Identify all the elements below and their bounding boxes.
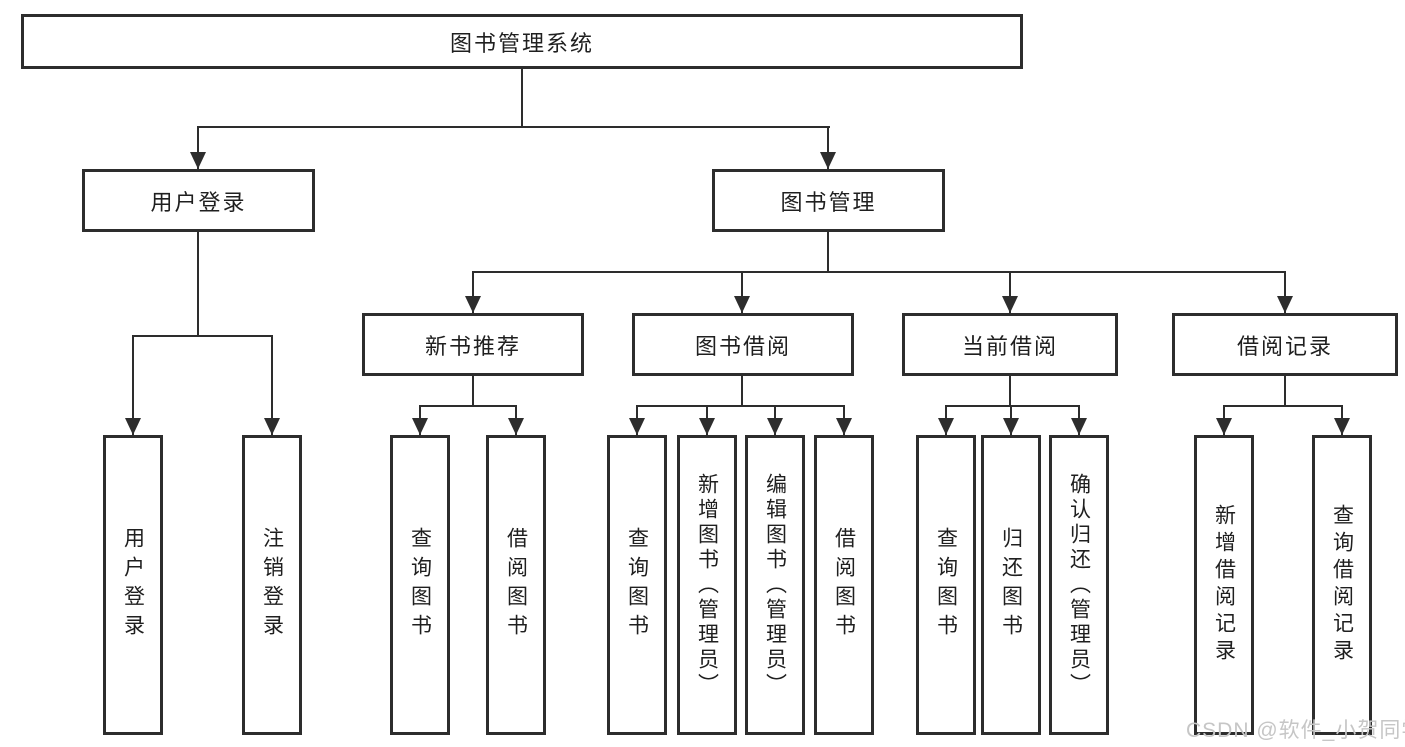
connector-book-borrowing-stub: [741, 376, 743, 406]
node-new-book-recommend: 新书推荐: [362, 313, 584, 376]
leaf-logout-login-label: 注销登录: [260, 527, 284, 643]
leaf-logout-login: 注销登录: [242, 435, 302, 735]
connector-book-management-stub: [827, 232, 829, 272]
node-new-book-recommend-label: 新书推荐: [424, 333, 521, 359]
arrowhead-leaf-logout: [264, 418, 280, 435]
node-root-system: 图书管理系统: [21, 14, 1023, 69]
leaf-record-query-record-label: 查询借阅记录: [1330, 504, 1354, 666]
node-current-borrowing: 当前借阅: [902, 313, 1118, 376]
connector-to-leaf-user-login: [132, 335, 134, 435]
leaf-current-query-books-label: 查询图书: [934, 527, 958, 643]
leaf-newbook-query-books: 查询图书: [390, 435, 450, 735]
leaf-borrow-query-books: 查询图书: [607, 435, 667, 735]
arrowhead-user-login: [190, 152, 206, 169]
leaf-current-return-books: 归还图书: [981, 435, 1041, 735]
node-user-login-label: 用户登录: [150, 189, 247, 215]
leaf-user-login: 用户登录: [103, 435, 163, 735]
connector-to-new-book: [472, 271, 474, 313]
node-book-borrowing: 图书借阅: [632, 313, 854, 376]
node-borrow-records: 借阅记录: [1172, 313, 1398, 376]
leaf-record-add-record-label: 新增借阅记录: [1212, 504, 1236, 666]
leaf-newbook-query-books-label: 查询图书: [408, 527, 432, 643]
leaf-borrow-edit-books-admin: 编辑图书（管理员）: [745, 435, 805, 735]
leaf-borrow-add-books-admin-label: 新增图书（管理员）: [695, 472, 719, 698]
node-user-login: 用户登录: [82, 169, 315, 232]
node-book-management-label: 图书管理: [780, 189, 877, 215]
leaf-record-query-record: 查询借阅记录: [1312, 435, 1372, 735]
leaf-borrow-query-books-label: 查询图书: [625, 527, 649, 643]
arrowhead-leaf-current-return: [1003, 418, 1019, 435]
connector-root-stub: [521, 69, 523, 127]
leaf-borrow-borrow-books-label: 借阅图书: [832, 527, 856, 643]
connector-to-user-login: [197, 126, 199, 169]
arrowhead-leaf-newbook-borrow: [508, 418, 524, 435]
arrowhead-borrow-records: [1277, 296, 1293, 313]
leaf-current-confirm-return-admin: 确认归还（管理员）: [1049, 435, 1109, 735]
arrowhead-leaf-borrow-query: [629, 418, 645, 435]
leaf-newbook-borrow-books: 借阅图书: [486, 435, 546, 735]
connector-book-management-branch: [472, 271, 1286, 273]
connector-to-leaf-logout: [271, 335, 273, 435]
arrowhead-leaf-newbook-query: [412, 418, 428, 435]
connector-to-book-management: [827, 126, 829, 169]
connector-to-borrow-records: [1284, 271, 1286, 313]
node-current-borrowing-label: 当前借阅: [961, 333, 1058, 359]
arrowhead-leaf-current-query: [938, 418, 954, 435]
connector-current-borrowing-stub: [1009, 376, 1011, 406]
connector-new-book-branch: [419, 405, 517, 407]
arrowhead-leaf-user-login: [125, 418, 141, 435]
connector-user-login-branch: [132, 335, 273, 337]
connector-to-book-borrowing: [741, 271, 743, 313]
arrowhead-leaf-record-add: [1216, 418, 1232, 435]
connector-root-branch: [197, 126, 830, 128]
leaf-borrow-edit-books-admin-label: 编辑图书（管理员）: [763, 472, 787, 698]
leaf-current-confirm-return-admin-label: 确认归还（管理员）: [1067, 472, 1091, 698]
arrowhead-leaf-borrow-edit: [767, 418, 783, 435]
connector-book-borrowing-branch: [636, 405, 845, 407]
node-borrow-records-label: 借阅记录: [1236, 333, 1333, 359]
node-book-management: 图书管理: [712, 169, 945, 232]
connector-new-book-stub: [472, 376, 474, 406]
leaf-user-login-label: 用户登录: [121, 527, 145, 643]
node-root-label: 图书管理系统: [449, 30, 594, 56]
arrowhead-book-borrowing: [734, 296, 750, 313]
leaf-newbook-borrow-books-label: 借阅图书: [504, 527, 528, 643]
arrowhead-book-management: [820, 152, 836, 169]
connector-user-login-stub: [197, 232, 199, 336]
arrowhead-leaf-current-confirm: [1071, 418, 1087, 435]
csdn-watermark: CSDN @软件_小贺同学: [1186, 719, 1405, 742]
arrowhead-leaf-borrow-add: [699, 418, 715, 435]
leaf-current-return-books-label: 归还图书: [999, 527, 1023, 643]
connector-borrow-records-branch: [1223, 405, 1343, 407]
arrowhead-current-borrowing: [1002, 296, 1018, 313]
arrowhead-new-book: [465, 296, 481, 313]
arrowhead-leaf-record-query: [1334, 418, 1350, 435]
leaf-record-add-record: 新增借阅记录: [1194, 435, 1254, 735]
connector-to-current-borrowing: [1009, 271, 1011, 313]
connector-current-borrowing-branch: [945, 405, 1080, 407]
connector-borrow-records-stub: [1284, 376, 1286, 406]
node-book-borrowing-label: 图书借阅: [694, 333, 791, 359]
arrowhead-leaf-borrow-borrow: [836, 418, 852, 435]
leaf-current-query-books: 查询图书: [916, 435, 976, 735]
leaf-borrow-borrow-books: 借阅图书: [814, 435, 874, 735]
leaf-borrow-add-books-admin: 新增图书（管理员）: [677, 435, 737, 735]
